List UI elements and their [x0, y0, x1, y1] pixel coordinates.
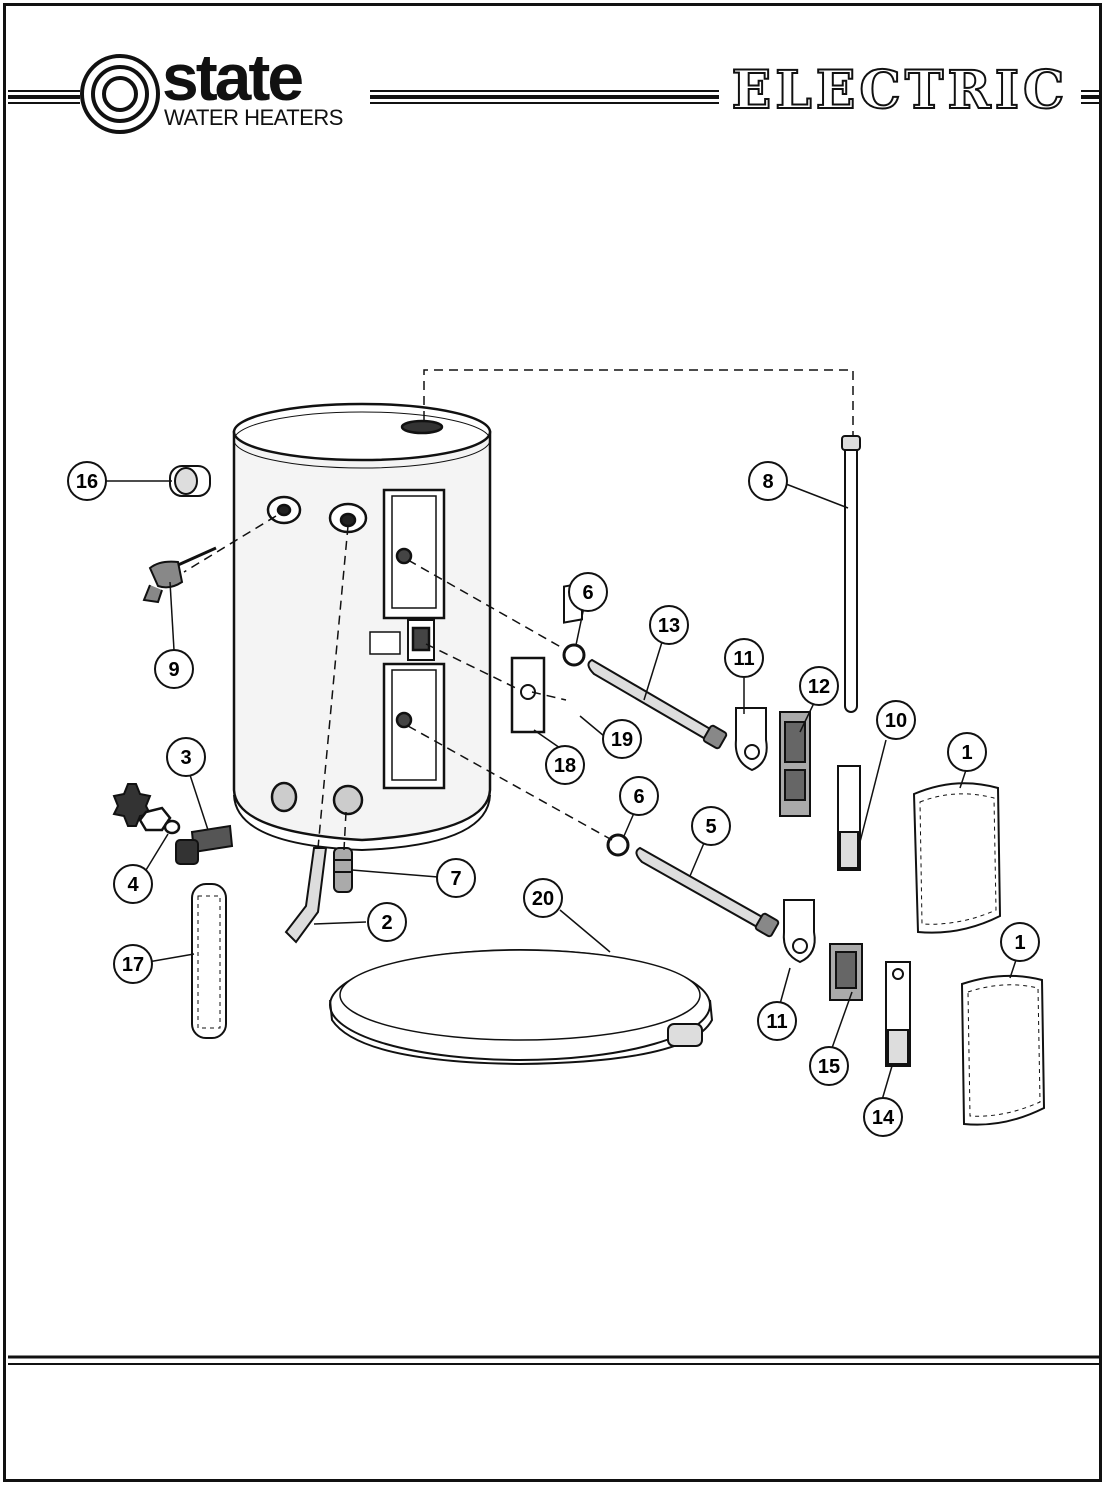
part-6-gasket-upper	[562, 643, 586, 667]
part-10-thermostat-bracket-upper	[837, 765, 861, 871]
svg-text:2: 2	[381, 912, 392, 934]
leader-lines	[106, 480, 1017, 1101]
callout-12: 12	[799, 666, 839, 706]
svg-text:7: 7	[450, 868, 461, 890]
part-20-drain-pan	[329, 949, 714, 1066]
svg-text:12: 12	[808, 676, 830, 698]
callout-15: 15	[809, 1046, 849, 1086]
part-12-upper-thermostat	[779, 711, 811, 817]
callout-11-lower: 11	[757, 1001, 797, 1041]
part-9-relief-valve	[142, 546, 217, 604]
brand-name: state	[162, 40, 304, 114]
page-title: ELECTRIC	[719, 60, 1081, 122]
callout-13: 13	[649, 605, 689, 645]
callout-1-upper: 1	[947, 732, 987, 772]
part-2-dip-tube	[284, 847, 328, 944]
part-13-upper-element	[587, 658, 728, 750]
callout-9: 9	[154, 649, 194, 689]
footer-rules	[8, 1355, 1100, 1365]
page-border	[3, 3, 1102, 1482]
svg-text:19: 19	[611, 729, 633, 751]
svg-text:18: 18	[554, 755, 576, 777]
svg-text:4: 4	[127, 874, 139, 896]
logo-rings-icon	[80, 54, 160, 134]
part-8-anode-rod	[841, 435, 861, 713]
callout-17: 17	[113, 944, 153, 984]
callout-3: 3	[166, 737, 206, 777]
assembly-lines	[183, 369, 854, 851]
callout-labels: 16 8 9 6 13 11 12 10 1 19 18 3 6 5 4 7 2…	[67, 461, 1040, 1137]
part-6-gasket-lower	[606, 833, 630, 857]
callout-6-upper: 6	[568, 572, 608, 612]
svg-text:11: 11	[766, 1011, 787, 1033]
water-heater-tank	[232, 402, 492, 852]
callout-18: 18	[545, 745, 585, 785]
svg-text:1: 1	[1014, 932, 1025, 954]
svg-text:13: 13	[658, 615, 680, 637]
part-14-thermostat-bracket-lower	[885, 961, 911, 1067]
svg-text:3: 3	[180, 747, 191, 769]
svg-text:10: 10	[885, 710, 907, 732]
callout-19: 19	[602, 719, 642, 759]
svg-text:1: 1	[961, 742, 972, 764]
callout-10: 10	[876, 700, 916, 740]
part-11-element-cover-lower	[782, 899, 816, 964]
part-5-lower-element	[635, 846, 780, 938]
part-18-junction-box-cover	[510, 656, 546, 734]
title-text: ELECTRIC	[731, 60, 1069, 121]
callout-11-upper: 11	[724, 638, 764, 678]
callout-14: 14	[863, 1097, 903, 1137]
part-1-access-cover-upper	[912, 782, 1002, 934]
svg-text:20: 20	[532, 888, 554, 910]
callout-16: 16	[67, 461, 107, 501]
part-1-access-cover-lower	[960, 974, 1046, 1126]
callout-8: 8	[748, 461, 788, 501]
svg-text:16: 16	[76, 471, 98, 493]
brand-logo: state WATER HEATERS	[80, 44, 370, 138]
svg-text:11: 11	[733, 648, 754, 670]
svg-text:6: 6	[582, 582, 593, 604]
part-15-lower-thermostat	[829, 943, 863, 1001]
svg-text:15: 15	[818, 1056, 840, 1078]
callout-5: 5	[691, 806, 731, 846]
callout-6-lower: 6	[619, 776, 659, 816]
part-3-drain-valve	[112, 783, 234, 865]
callout-7: 7	[436, 858, 476, 898]
part-7-dip-tube-nipple	[333, 847, 353, 893]
callout-2: 2	[367, 902, 407, 942]
callout-1-lower: 1	[1000, 922, 1040, 962]
svg-text:17: 17	[122, 954, 144, 976]
callout-20: 20	[523, 878, 563, 918]
part-16-heat-trap-nipple	[169, 465, 211, 497]
svg-text:6: 6	[633, 786, 644, 808]
part-11-element-cover-upper	[734, 707, 768, 772]
callout-4: 4	[113, 864, 153, 904]
svg-text:9: 9	[168, 659, 179, 681]
part-17-insulation-sleeve	[191, 883, 227, 1039]
part-4-washer	[163, 819, 181, 835]
svg-text:5: 5	[705, 816, 716, 838]
svg-text:8: 8	[762, 471, 773, 493]
svg-text:14: 14	[872, 1107, 895, 1129]
brand-subtitle: WATER HEATERS	[164, 105, 343, 130]
